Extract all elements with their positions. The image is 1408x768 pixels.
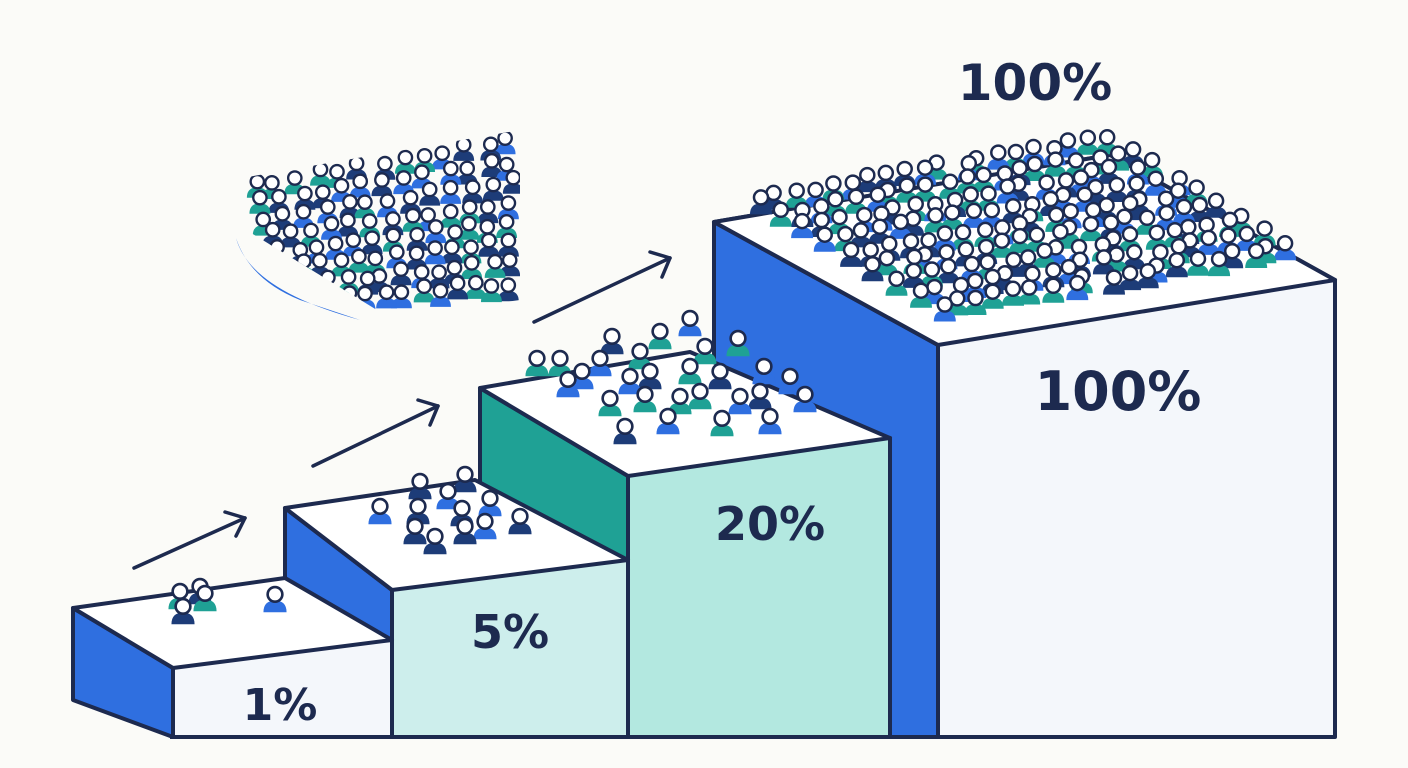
- floating-crowd: [236, 130, 520, 320]
- growth-arrow-icon: [532, 250, 672, 324]
- step-5-top: [283, 478, 630, 592]
- step-1-label: 1%: [243, 680, 318, 731]
- person-icon: [647, 322, 673, 351]
- growth-arrow-icon: [132, 510, 247, 570]
- person-icon: [271, 261, 295, 287]
- person-icon: [677, 309, 703, 338]
- person-icon: [587, 349, 613, 378]
- person-icon: [599, 327, 625, 356]
- person-icon: [306, 292, 330, 318]
- step-5-front: [390, 558, 630, 739]
- top-label: 100%: [958, 54, 1112, 112]
- person-icon: [283, 291, 307, 317]
- person-icon: [481, 176, 505, 202]
- person-icon: [439, 203, 463, 229]
- step-100-front: [936, 278, 1337, 739]
- person-icon: [423, 240, 447, 266]
- person-icon: [524, 349, 550, 378]
- person-icon: [316, 288, 340, 314]
- person-icon: [479, 278, 504, 304]
- step-1-top: [71, 576, 394, 670]
- step-1: 1%: [71, 576, 394, 739]
- person-icon: [281, 273, 305, 300]
- step-20-front: [626, 436, 892, 739]
- person-icon: [452, 136, 476, 163]
- step-20-label: 20%: [715, 497, 825, 551]
- person-icon: [1203, 192, 1229, 220]
- person-icon: [294, 273, 318, 299]
- step-5-label: 5%: [471, 605, 549, 659]
- person-icon: [393, 149, 418, 175]
- step-100-label: 100%: [1035, 360, 1202, 423]
- growth-arrow-icon: [311, 398, 440, 468]
